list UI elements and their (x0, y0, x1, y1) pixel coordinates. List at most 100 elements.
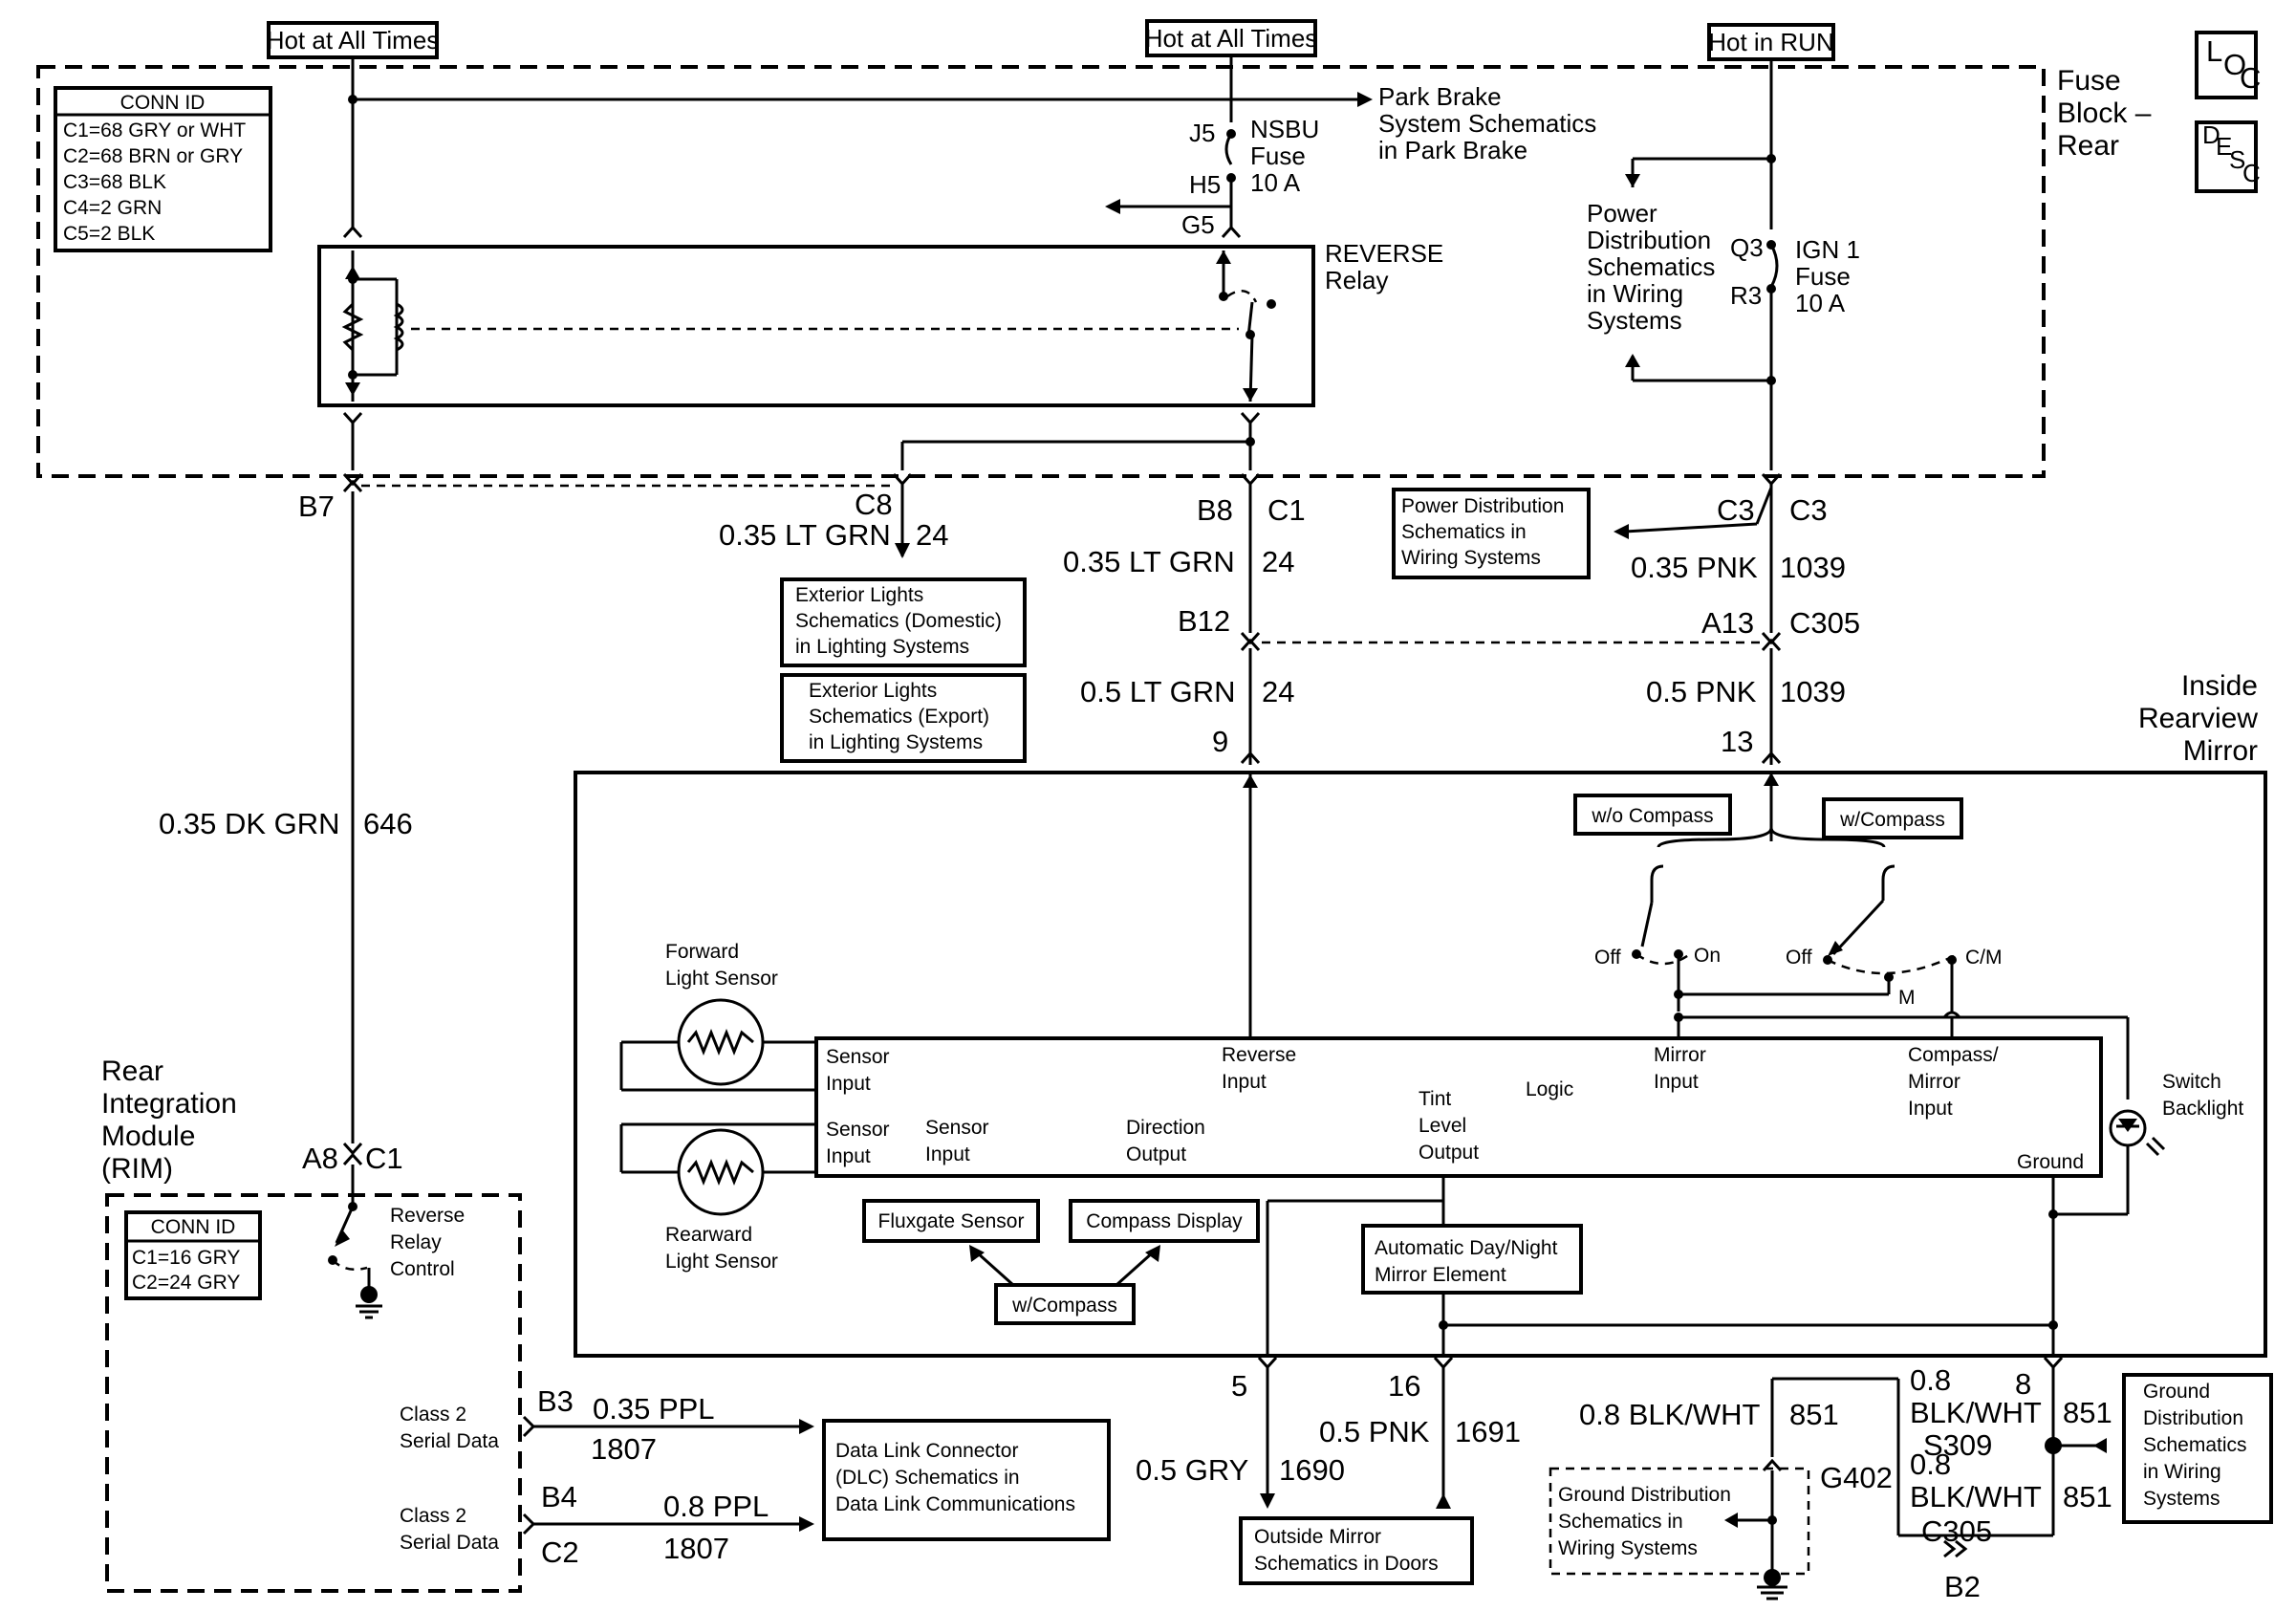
wo-compass-label: w/o Compass (1573, 794, 1732, 836)
svg-text:646: 646 (363, 807, 413, 840)
svg-text:Off: Off (1594, 947, 1621, 969)
connector-chevron (342, 225, 363, 239)
svg-text:1039: 1039 (1780, 675, 1846, 708)
svg-text:Off: Off (1786, 947, 1812, 969)
svg-text:C2=68 BRN or GRY: C2=68 BRN or GRY (63, 145, 243, 167)
svg-text:Schematics in Doors: Schematics in Doors (1254, 1553, 1439, 1575)
svg-text:0.35 LT GRN: 0.35 LT GRN (1063, 545, 1235, 578)
svg-text:Q3: Q3 (1730, 233, 1764, 262)
svg-text:C305: C305 (1789, 606, 1860, 640)
svg-text:Switch: Switch (2162, 1071, 2221, 1093)
svg-text:Control: Control (390, 1258, 455, 1280)
svg-text:1691: 1691 (1455, 1415, 1521, 1448)
svg-text:Wiring Systems: Wiring Systems (1401, 547, 1541, 569)
svg-text:0.35 PPL: 0.35 PPL (593, 1392, 715, 1426)
mirror-logic-module (814, 1036, 2103, 1178)
option-brace-icon (1657, 827, 1886, 848)
svg-text:Schematics: Schematics (2143, 1434, 2247, 1456)
svg-text:H5: H5 (1189, 170, 1221, 199)
svg-text:CONN ID: CONN ID (151, 1216, 236, 1238)
svg-text:D: D (2202, 120, 2220, 149)
svg-text:A8: A8 (302, 1142, 338, 1175)
power-distribution-ref-2[interactable]: Power Distribution Schematics in Wiring … (1392, 488, 1591, 579)
relay-coil-icon (341, 250, 1239, 402)
svg-text:C2=24 GRY: C2=24 GRY (132, 1272, 240, 1294)
svg-text:Logic: Logic (1526, 1078, 1573, 1100)
svg-text:9: 9 (1212, 725, 1228, 758)
svg-text:Relay: Relay (1325, 266, 1388, 294)
svg-text:w/Compass: w/Compass (1839, 809, 1945, 831)
svg-text:Schematics (Export): Schematics (Export) (809, 706, 989, 728)
ign-fuse-icon (1769, 244, 1779, 288)
svg-text:1690: 1690 (1279, 1453, 1345, 1487)
svg-text:Rear: Rear (2057, 130, 2119, 162)
svg-text:C3: C3 (1717, 493, 1755, 527)
svg-text:Power: Power (1587, 199, 1657, 228)
svg-text:NSBU: NSBU (1250, 115, 1319, 143)
nsbu-fuse-icon (1224, 133, 1233, 165)
power-label-hot-run: Hot in RUN (1707, 23, 1835, 61)
ground-distribution-ref-left[interactable]: Ground Distribution Schematics in Wiring… (1558, 1484, 1731, 1559)
svg-text:S309: S309 (1923, 1428, 1992, 1462)
svg-text:Data Link Connector: Data Link Connector (835, 1440, 1018, 1462)
desc-icon[interactable]: D E S C (2195, 120, 2261, 193)
fuse-block-title: Fuse Block – Rear (2057, 65, 2152, 162)
outside-mirror-ref[interactable]: Outside Mirror Schematics in Doors (1239, 1516, 1474, 1585)
svg-text:Systems: Systems (2143, 1488, 2220, 1510)
dlc-schematics-ref[interactable]: Data Link Connector (DLC) Schematics in … (822, 1419, 1111, 1541)
svg-text:Tint: Tint (1419, 1088, 1451, 1110)
svg-text:1807: 1807 (591, 1432, 657, 1466)
svg-text:5: 5 (1231, 1369, 1247, 1403)
svg-text:G402: G402 (1820, 1461, 1893, 1494)
svg-text:10 A: 10 A (1795, 289, 1846, 317)
svg-text:Automatic Day/Night: Automatic Day/Night (1375, 1237, 1558, 1259)
svg-text:B12: B12 (1178, 604, 1230, 638)
svg-text:Module: Module (101, 1121, 195, 1152)
svg-text:B8: B8 (1197, 493, 1233, 527)
exterior-lights-export-ref[interactable]: Exterior Lights Schematics (Export) in L… (780, 673, 1027, 763)
svg-text:B2: B2 (1944, 1570, 1981, 1603)
svg-text:Serial Data: Serial Data (400, 1532, 499, 1554)
forward-light-sensor-icon: Forward Light Sensor (619, 941, 816, 1092)
svg-text:Direction: Direction (1126, 1117, 1205, 1139)
svg-text:Input: Input (925, 1143, 970, 1165)
svg-text:0.35 DK GRN: 0.35 DK GRN (159, 807, 340, 840)
svg-text:Data Link Communications: Data Link Communications (835, 1493, 1075, 1515)
svg-text:Light Sensor: Light Sensor (665, 968, 778, 990)
svg-text:16: 16 (1388, 1369, 1420, 1403)
rim-conn-id: CONN ID C1=16 GRY C2=24 GRY (124, 1210, 262, 1300)
svg-text:Class 2: Class 2 (400, 1505, 466, 1527)
svg-text:Ground: Ground (2017, 1151, 2084, 1173)
svg-text:M: M (1898, 987, 1916, 1009)
w-compass-option-box: w/Compass (969, 1245, 1160, 1325)
ground-distribution-ref-right[interactable]: Ground Distribution Schematics in Wiring… (2122, 1373, 2273, 1524)
loc-icon[interactable]: L O C (2195, 31, 2261, 99)
svg-text:Distribution: Distribution (1587, 226, 1711, 254)
svg-text:Light Sensor: Light Sensor (665, 1251, 778, 1273)
svg-text:C: C (2242, 159, 2261, 187)
svg-text:C4=2 GRN: C4=2 GRN (63, 197, 162, 219)
svg-text:Sensor: Sensor (925, 1117, 989, 1139)
svg-text:w/Compass: w/Compass (1011, 1295, 1117, 1317)
svg-text:0.35 PNK: 0.35 PNK (1631, 551, 1758, 584)
svg-text:0.5 PNK: 0.5 PNK (1646, 675, 1757, 708)
svg-text:Hot at All Times: Hot at All Times (1145, 24, 1318, 53)
svg-text:Inside: Inside (2181, 670, 2258, 702)
exterior-lights-domestic-ref[interactable]: Exterior Lights Schematics (Domestic) in… (780, 577, 1027, 667)
power-label-hot-2: Hot at All Times (1145, 19, 1318, 57)
svg-text:BLK/WHT: BLK/WHT (1910, 1480, 2042, 1513)
svg-text:Relay: Relay (390, 1231, 442, 1253)
svg-text:C1=68 GRY or WHT: C1=68 GRY or WHT (63, 120, 246, 142)
svg-text:in Wiring: in Wiring (1587, 279, 1683, 308)
svg-text:0.8 BLK/WHT: 0.8 BLK/WHT (1579, 1398, 1761, 1431)
w-compass-mirror-switch[interactable]: Off C/M M (1679, 864, 2003, 1013)
svg-text:Input: Input (826, 1145, 871, 1167)
svg-text:R3: R3 (1730, 281, 1762, 310)
svg-text:in Wiring: in Wiring (2143, 1461, 2221, 1483)
svg-text:Input: Input (1222, 1071, 1267, 1093)
fuse-block-outline (36, 65, 2046, 478)
svg-text:Fuse: Fuse (2057, 65, 2121, 97)
svg-text:Backlight: Backlight (2162, 1098, 2243, 1120)
svg-text:24: 24 (1262, 675, 1294, 708)
svg-text:CONN ID: CONN ID (120, 92, 206, 114)
